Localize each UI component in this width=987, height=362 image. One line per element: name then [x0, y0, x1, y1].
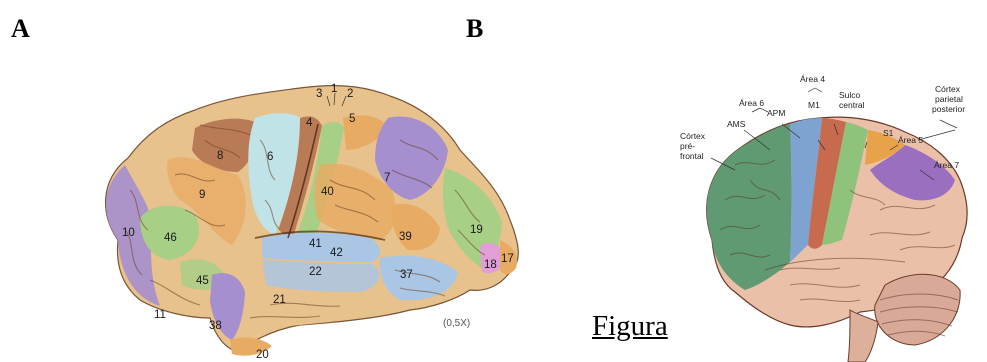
- label-prefrontal-1: Córtex: [680, 131, 706, 141]
- area-label-17: 17: [501, 253, 514, 265]
- brain-a: 1 2 3 4 5 6 7 8 9 10 11 17 18 19 20 21 2…: [106, 83, 519, 361]
- label-s1: S1: [883, 128, 894, 138]
- label-sulco-2: central: [839, 100, 865, 110]
- area-label-42: 42: [330, 247, 343, 259]
- label-apm: APM: [767, 108, 785, 118]
- area-label-20: 20: [256, 349, 269, 361]
- area-label-45: 45: [196, 275, 209, 287]
- area-label-8: 8: [217, 150, 223, 162]
- area-label-1: 1: [331, 83, 337, 95]
- label-area5: Área 5: [898, 135, 923, 145]
- area-label-46: 46: [164, 232, 177, 244]
- area-label-11: 11: [154, 309, 166, 321]
- area-label-2: 2: [347, 88, 353, 100]
- label-area6: Área 6: [739, 98, 764, 108]
- area-label-9: 9: [199, 189, 205, 201]
- label-area4: Área 4: [800, 74, 825, 84]
- label-cortex-parietal-2: parietal: [935, 94, 963, 104]
- scale-label: (0,5X): [443, 318, 470, 329]
- area-label-22: 22: [309, 266, 322, 278]
- area-label-37: 37: [400, 269, 413, 281]
- area-label-7: 7: [384, 172, 390, 184]
- figure-caption: Figura: [592, 310, 668, 343]
- label-prefrontal-2: pré-: [680, 141, 695, 151]
- area-label-4: 4: [306, 117, 313, 129]
- area-label-38: 38: [209, 320, 222, 332]
- label-cortex-parietal-3: posterior: [932, 104, 965, 114]
- label-prefrontal-3: frontal: [680, 151, 704, 161]
- label-area7: Área 7: [934, 160, 959, 170]
- area-label-10: 10: [122, 227, 135, 239]
- area-label-40: 40: [321, 186, 334, 198]
- area-label-19: 19: [470, 224, 483, 236]
- label-sulco-1: Sulco: [839, 90, 861, 100]
- area-label-18: 18: [484, 259, 497, 271]
- label-ams: AMS: [727, 119, 746, 129]
- area-21-region: [232, 290, 352, 330]
- area-label-3: 3: [316, 88, 322, 100]
- brain-b: Área 6 Área 4 AMS APM M1 Sulco central S…: [680, 74, 967, 362]
- label-cortex-parietal-1: Córtex: [935, 84, 961, 94]
- brainstem: [848, 310, 878, 362]
- label-m1: M1: [808, 100, 820, 110]
- area-label-6: 6: [267, 151, 273, 163]
- area-label-5: 5: [349, 113, 355, 125]
- area-label-21: 21: [273, 294, 286, 306]
- area-label-41: 41: [309, 238, 322, 250]
- area-label-39: 39: [399, 231, 412, 243]
